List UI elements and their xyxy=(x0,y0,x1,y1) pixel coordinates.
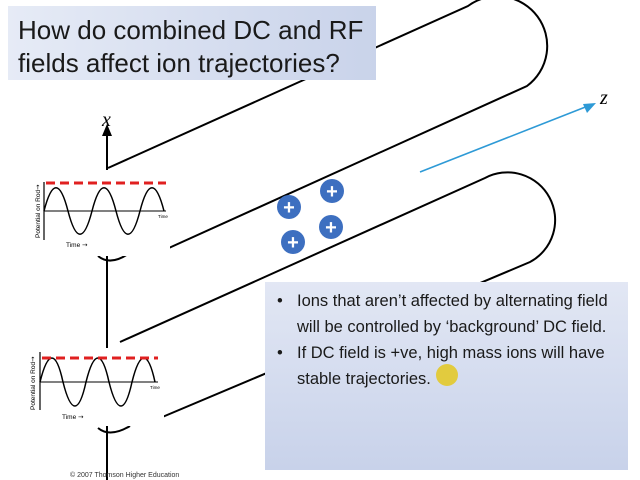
bullet-list: • Ions that aren’t affected by alternati… xyxy=(273,288,623,392)
bullet-item: • If DC field is +ve, high mass ions wil… xyxy=(273,340,623,392)
ion: + xyxy=(281,230,305,254)
graph-y-arrow: → xyxy=(34,184,42,190)
graph-x-label: Time xyxy=(66,242,81,249)
potential-graph-lower: Potential on Rod → Time → Time xyxy=(24,348,164,426)
z-axis-label: z xyxy=(599,87,608,109)
graph-end-tick: Time xyxy=(150,385,160,390)
bullet-box: • Ions that aren’t affected by alternati… xyxy=(265,282,628,470)
z-axis-line xyxy=(419,105,589,173)
svg-text:+: + xyxy=(325,217,337,239)
graph-x-arrow: → xyxy=(78,413,84,421)
copyright-credit: © 2007 Thomson Higher Education xyxy=(70,472,180,479)
title-box: How do combined DC and RF fields affect … xyxy=(8,6,376,80)
bullet-text: Ions that aren’t affected by alternating… xyxy=(297,292,608,336)
svg-text:+: + xyxy=(287,232,299,254)
x-axis-label: x xyxy=(101,109,111,131)
bullet-text: If DC field is +ve, high mass ions will … xyxy=(297,344,605,388)
potential-graph-upper: Potential on Rod → Time → Time xyxy=(30,178,170,256)
pointer-highlight xyxy=(436,364,458,386)
graph-y-arrow: → xyxy=(29,356,37,362)
slide-title: How do combined DC and RF fields affect … xyxy=(18,15,364,78)
x-axis-arrowhead xyxy=(102,124,112,136)
graph-x-arrow: → xyxy=(82,241,88,249)
bullet-dot: • xyxy=(277,292,283,310)
graph-y-label: Potential on Rod xyxy=(30,362,37,410)
rf-wave xyxy=(43,187,165,235)
graph-y-label: Potential on Rod xyxy=(35,190,42,238)
svg-text:+: + xyxy=(283,197,295,219)
z-axis-arrowhead xyxy=(583,103,596,113)
bullet-dot: • xyxy=(277,344,283,362)
graph-end-tick: Time xyxy=(158,214,168,219)
ion: + xyxy=(277,195,301,219)
svg-text:+: + xyxy=(326,181,338,203)
graph-x-label: Time xyxy=(62,414,77,421)
lower-rod xyxy=(119,171,557,419)
rod-end-arc-lower xyxy=(97,425,131,434)
ion: + xyxy=(320,179,344,203)
upper-rod xyxy=(107,0,549,253)
ion: + xyxy=(319,215,343,239)
bullet-item: • Ions that aren’t affected by alternati… xyxy=(273,288,623,340)
rf-wave xyxy=(39,357,156,407)
